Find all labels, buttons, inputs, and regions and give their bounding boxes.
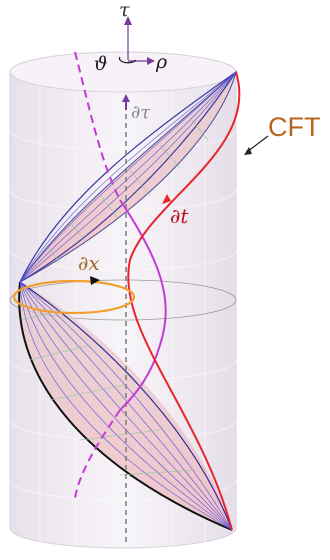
vartheta-label: ϑ: [94, 53, 108, 75]
tau-arrowhead: [124, 16, 132, 25]
cft-label: CFT: [268, 112, 320, 142]
red-arrowhead: [162, 194, 171, 204]
tau-label: τ: [119, 0, 130, 21]
top-axes: [118, 16, 155, 110]
d-tau-label: ∂τ: [131, 102, 151, 123]
rho-arrowhead: [147, 57, 155, 65]
rho-label: ρ: [155, 51, 168, 73]
mid-slice: [9, 279, 237, 321]
cylinder-top: [9, 51, 237, 93]
orange-circle: [12, 279, 136, 315]
d-tau-arrowhead: [122, 94, 130, 102]
d-t-label: ∂t: [170, 204, 189, 228]
upper-ribbon: [19, 70, 237, 283]
cft-pointer: [246, 135, 269, 153]
lower-ribbon-edge-black: [18, 281, 233, 531]
orange-arrowhead: [90, 276, 100, 285]
purple-geodesic: [74, 51, 167, 499]
red-geodesic: [127, 71, 241, 531]
d-x-label: ∂x: [78, 251, 100, 275]
cft-pointer-head: [244, 147, 252, 155]
